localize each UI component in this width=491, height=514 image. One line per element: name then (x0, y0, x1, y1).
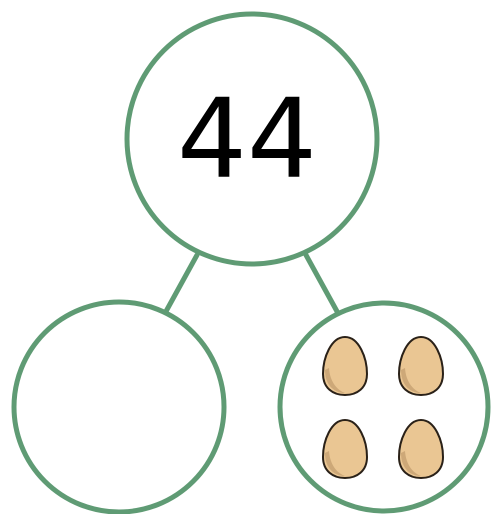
left-part-circle (14, 302, 224, 512)
right-part-circle (280, 303, 488, 511)
connector-line-left (164, 255, 197, 315)
whole-number: 44 (177, 75, 317, 203)
connector-line-right (306, 255, 339, 315)
